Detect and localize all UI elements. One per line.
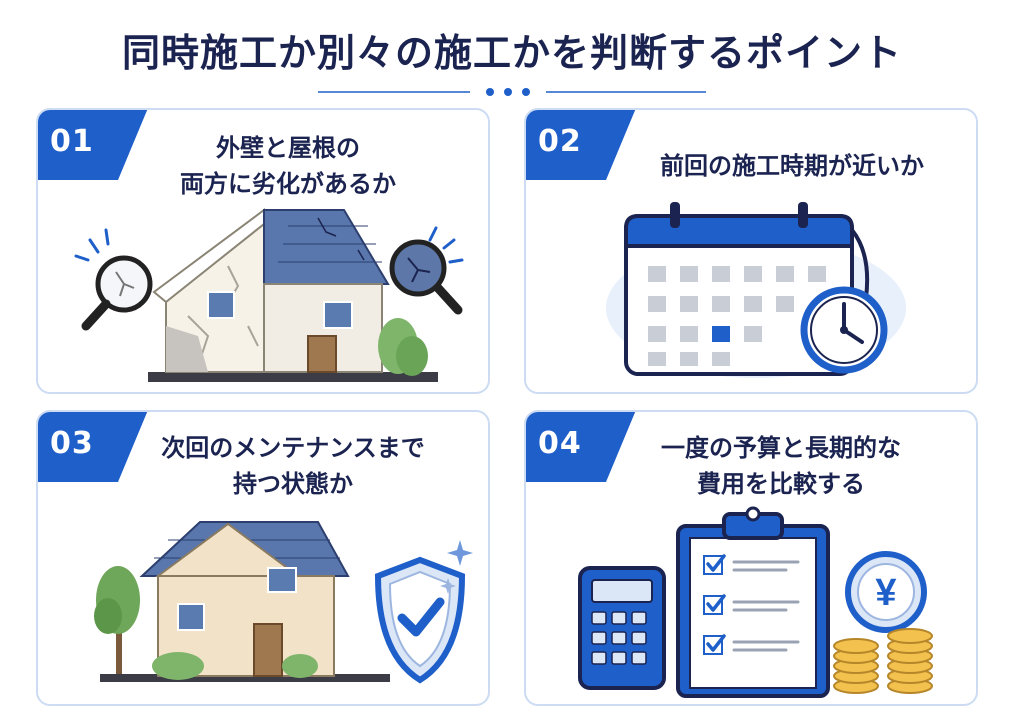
number-badge: [526, 110, 636, 180]
calculator-checklist-yen-icon: ¥: [578, 506, 933, 698]
number-badge: [38, 110, 148, 180]
house-shield-icon: [94, 521, 473, 684]
card-heading: 一度の予算と長期的な 費用を比較する: [616, 430, 946, 502]
card-number: 04: [538, 426, 582, 461]
heading-line-1: 前回の施工時期が近いか: [660, 152, 924, 180]
point-card-03: 03 次回のメンテナンスまで 持つ状態か: [36, 410, 490, 706]
heading-line-2: 費用を比較する: [697, 470, 865, 498]
card-heading: 外壁と屋根の 両方に劣化があるか: [128, 130, 448, 202]
page-title: 同時施工か別々の施工かを判断するポイント: [121, 31, 902, 75]
number-badge: [526, 412, 636, 482]
heading-line-1: 一度の予算と長期的な: [661, 434, 901, 462]
heading-line-2: 両方に劣化があるか: [180, 170, 396, 198]
calendar-clock-icon: [606, 202, 906, 378]
card-number: 02: [538, 124, 582, 159]
point-card-04: 04 一度の予算と長期的な 費用を比較する ¥: [524, 410, 978, 706]
point-card-02: 02 前回の施工時期が近いか: [524, 108, 978, 394]
card-number: 03: [50, 426, 94, 461]
heading-line-2: 持つ状態か: [233, 470, 353, 498]
card-heading: 次回のメンテナンスまで 持つ状態か: [128, 430, 458, 502]
point-card-01: 01 外壁と屋根の 両方に劣化があるか: [36, 108, 490, 394]
heading-line-1: 次回のメンテナンスまで: [161, 434, 425, 462]
title-divider: [318, 88, 706, 96]
yen-symbol: ¥: [875, 572, 896, 614]
card-number: 01: [50, 124, 94, 159]
heading-line-1: 外壁と屋根の: [216, 134, 360, 162]
cracked-house-magnifier-icon: [74, 208, 464, 382]
card-heading: 前回の施工時期が近いか: [622, 148, 962, 184]
number-badge: [38, 412, 148, 482]
